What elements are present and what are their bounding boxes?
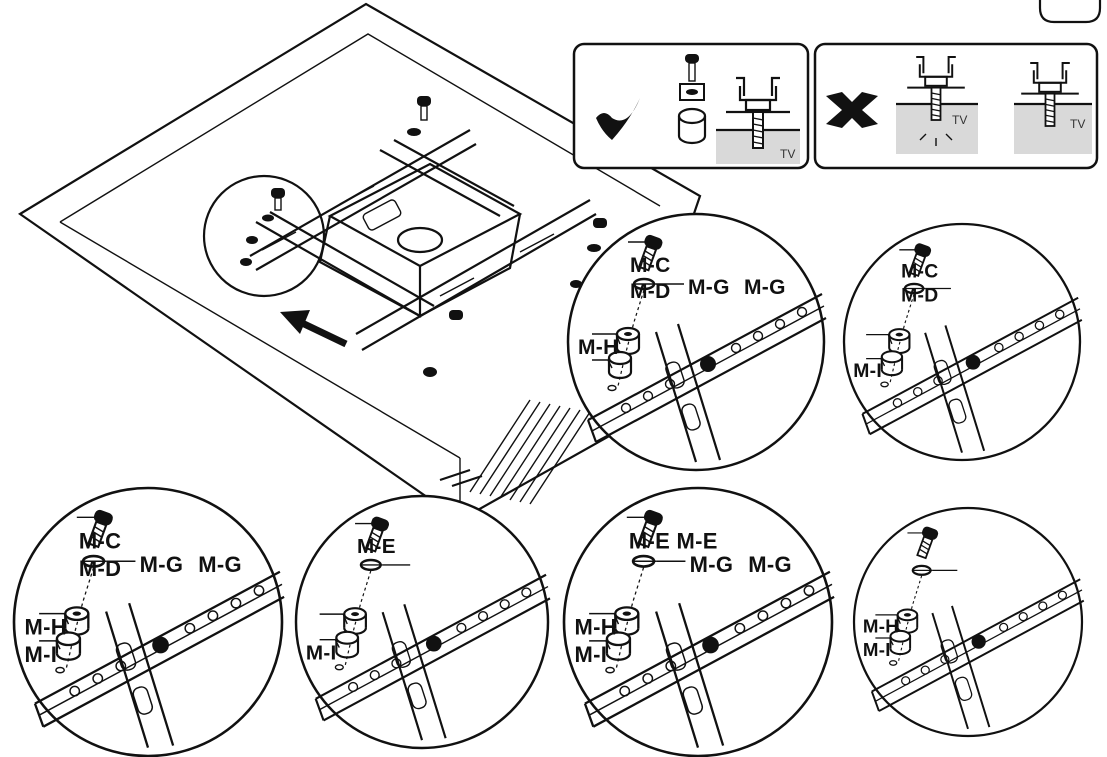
magnifier-circle xyxy=(202,174,326,298)
cross-icon xyxy=(826,92,878,128)
part-label-a: M-C xyxy=(630,254,671,277)
detail-circle-1: M-C M-D M-G M-G M-H xyxy=(566,212,828,472)
part-label-g1: M-G xyxy=(690,552,734,577)
mount-plate xyxy=(249,129,597,351)
damage-mark xyxy=(919,133,953,146)
part-label-h: M-H xyxy=(574,615,616,640)
detail-circle-2: M-CM-D M-I xyxy=(842,222,1083,462)
part-label-h: M-H xyxy=(578,336,619,359)
part-label-h: M-H xyxy=(24,615,66,640)
plate-bolts xyxy=(407,96,607,377)
detail-circle-4: M-E M-I xyxy=(294,494,552,750)
tv-label-right: TV xyxy=(1070,117,1085,131)
part-label-h: M-H xyxy=(863,616,899,637)
tv-label-left: TV xyxy=(952,113,967,127)
corner-tab xyxy=(1038,0,1102,24)
part-label-i: M-I xyxy=(24,642,57,667)
part-label-b: M-D xyxy=(79,556,121,581)
part-label-i: M-I xyxy=(853,360,882,382)
correct-usage-panel: TV xyxy=(572,42,810,170)
check-icon xyxy=(596,98,640,140)
incorrect-usage-panel: TV TV xyxy=(813,42,1099,170)
part-label-g1: M-G xyxy=(140,552,184,577)
part-label-i: M-I xyxy=(306,641,337,664)
part-label-b: M-D xyxy=(901,284,938,306)
part-label-b: M-D xyxy=(630,280,671,303)
detail-circle-3: M-CM-D M-G M-G M-HM-I xyxy=(12,486,286,757)
part-label-g2: M-G xyxy=(198,552,242,577)
detail-circle-6: M-HM-I xyxy=(852,506,1085,738)
direction-arrow xyxy=(280,310,348,348)
part-label-a: M-C xyxy=(901,260,938,282)
part-label-g2: M-G xyxy=(748,552,792,577)
tv-label: TV xyxy=(780,147,795,161)
part-label-g1: M-G xyxy=(688,276,730,299)
part-label-i: M-I xyxy=(574,642,607,667)
part-label-a: M-E xyxy=(357,535,396,558)
part-label-i: M-I xyxy=(863,639,891,660)
vent-slots xyxy=(439,399,591,505)
part-label-a: M-C xyxy=(79,529,121,554)
part-label-g2: M-G xyxy=(744,276,786,299)
part-label-a: M-E M-E xyxy=(629,529,718,554)
screw-stack-icon xyxy=(677,54,707,145)
